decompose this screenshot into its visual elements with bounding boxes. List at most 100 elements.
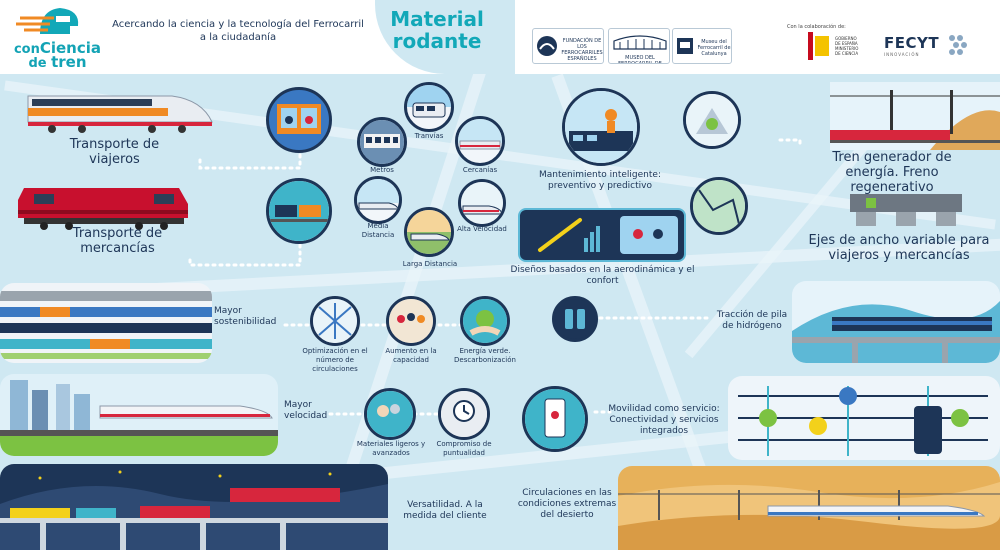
lightweight-materials-icon <box>367 391 413 437</box>
circle-metros <box>357 117 407 167</box>
header-tagline: Acercando la ciencia y la tecnología del… <box>112 19 364 43</box>
label-transporte-mercancias: Transporte de mercancías <box>72 226 163 256</box>
panel-versatility-night <box>0 464 388 550</box>
freight-locomotive-illustration <box>18 188 188 230</box>
circle-freight <box>266 178 332 244</box>
metro-icon <box>360 120 404 164</box>
panel-high-speed-city <box>0 374 278 456</box>
label-aumento: Aumento en la capacidad <box>385 347 437 364</box>
fundacion-emblem-icon <box>537 36 557 56</box>
circle-tranvias <box>404 82 454 132</box>
long-distance-train-icon <box>407 210 451 254</box>
fecyt-subtitle: INNOVACIÓN <box>884 52 920 57</box>
label-metros: Metros <box>370 166 394 174</box>
circle-traccion <box>552 296 598 342</box>
label-cercanias: Cercanías <box>462 166 498 174</box>
circle-alta-velocidad <box>458 179 506 227</box>
title-line-1: Material <box>390 7 484 31</box>
freight-wagon-icon <box>269 181 329 241</box>
title-line-2: rodante <box>392 29 482 53</box>
desert-train-illustration <box>618 482 1000 550</box>
label-movilidad: Movilidad como servicio: Conectividad y … <box>608 404 720 436</box>
high-speed-train-icon <box>461 182 503 224</box>
mobility-network-illustration <box>738 386 988 456</box>
label-traccion: Tracción de pila de hidrógeno <box>716 310 788 331</box>
partner-museo-madrid-logo: MUSEO DEL FERROCARRIL DE MADRID <box>608 28 670 64</box>
mobile-phone-icon <box>525 389 585 449</box>
hydrogen-train-illustration <box>792 301 1000 363</box>
label-compromiso: Compromiso de puntualidad <box>436 440 492 457</box>
circle-larga-distancia <box>404 207 454 257</box>
label-tranvias: Tranvías <box>414 132 444 140</box>
green-energy-hand-icon <box>463 299 507 343</box>
logo-ciencia: Ciencia <box>39 39 102 57</box>
panel-desert-train <box>618 466 1000 550</box>
circle-materiales <box>364 388 416 440</box>
panel-hydrogen-train <box>792 281 1000 363</box>
tram-icon <box>407 85 451 118</box>
maintenance-workshop-icon <box>565 91 637 163</box>
circle-passenger-interior <box>266 87 332 153</box>
circle-movilidad <box>522 386 588 452</box>
high-speed-city-illustration <box>0 380 278 456</box>
label-mantenimiento: Mantenimiento inteligente: preventivo y … <box>539 170 661 191</box>
partner1-name: FUNDACIÓN DE LOS FERROCARRILES ESPAÑOLES <box>561 38 603 62</box>
label-optimizacion: Optimización en el número de circulacion… <box>302 347 368 373</box>
label-mayor-sostenibilidad: Mayor sostenibilidad <box>214 306 277 327</box>
circle-optimizacion <box>310 296 360 346</box>
label-media-distancia: Media Distancia <box>361 222 395 239</box>
partner-fundacion-logo: FUNDACIÓN DE LOS FERROCARRILES ESPAÑOLES <box>532 28 604 64</box>
circle-aumento <box>386 296 436 346</box>
collab-label: Con la colaboración de: <box>787 24 846 30</box>
partner-museu-catalunya-logo: Museu del Ferrocarril de Catalunya <box>672 28 732 64</box>
label-versatilidad: Versatilidad. A la medida del cliente <box>403 500 487 521</box>
label-larga-distancia: Larga Distancia <box>402 260 458 268</box>
circle-cercanias <box>455 116 505 166</box>
passenger-interior-icon <box>277 104 321 134</box>
train-head-logo-icon <box>16 8 79 34</box>
circle-media-distancia <box>354 176 402 224</box>
partner2-name: MUSEO DEL FERROCARRIL DE MADRID <box>618 55 662 64</box>
hydrogen-cell-icon <box>565 309 585 329</box>
label-energia: Energía verde. Descarbonización <box>454 347 516 364</box>
circle-energia <box>460 296 510 346</box>
label-materiales: Materiales ligeros y avanzados <box>356 440 426 457</box>
fecyt-logo-text: FECYT <box>884 34 940 52</box>
aerodynamics-comfort-icon <box>538 216 678 254</box>
label-ejes: Ejes de ancho variable para viajeros y m… <box>808 233 990 263</box>
energy-generator-icon <box>686 94 738 146</box>
fecyt-dots-icon <box>949 35 967 55</box>
panel-mobility-network <box>728 376 1000 460</box>
crowd-platform-icon <box>389 299 433 343</box>
passenger-train-illustration <box>27 95 213 133</box>
museo-building-icon <box>613 35 667 50</box>
commuter-train-icon <box>458 119 502 150</box>
page-title: Material rodante <box>382 8 492 52</box>
label-tren-generador: Tren generador de energía. Freno regener… <box>832 150 952 195</box>
logo-con: con <box>13 42 40 57</box>
regional-train-icon <box>357 179 399 210</box>
circle-compromiso <box>438 388 490 440</box>
network-map-icon <box>313 299 357 343</box>
logo-de: de <box>28 56 47 71</box>
circle-mantenimiento <box>562 88 640 166</box>
circle-ejes <box>690 177 748 235</box>
clock-icon <box>441 391 487 437</box>
catenary-train-illustration <box>830 82 1000 150</box>
partner3-name: Museu del Ferrocarril de Catalunya <box>697 39 731 57</box>
variable-gauge-map-icon <box>693 180 745 232</box>
conciencia-logo: conCiencia de tren <box>10 4 105 70</box>
spain-shield-icon <box>815 36 829 56</box>
versatility-night-illustration <box>0 470 388 550</box>
label-mayor-velocidad: Mayor velocidad <box>284 400 328 421</box>
variable-axle-illustration <box>850 194 962 226</box>
label-disenos: Diseños basados en la aerodinámica y el … <box>510 265 695 286</box>
freight-tracks-illustration <box>0 291 212 359</box>
circle-tren-generador <box>683 91 741 149</box>
label-alta-velocidad: Alta Velocidad <box>457 225 507 233</box>
logo-tren: tren <box>51 53 87 71</box>
museu-emblem-icon <box>677 38 693 54</box>
label-transporte-viajeros: Transporte de viajeros <box>69 137 160 167</box>
